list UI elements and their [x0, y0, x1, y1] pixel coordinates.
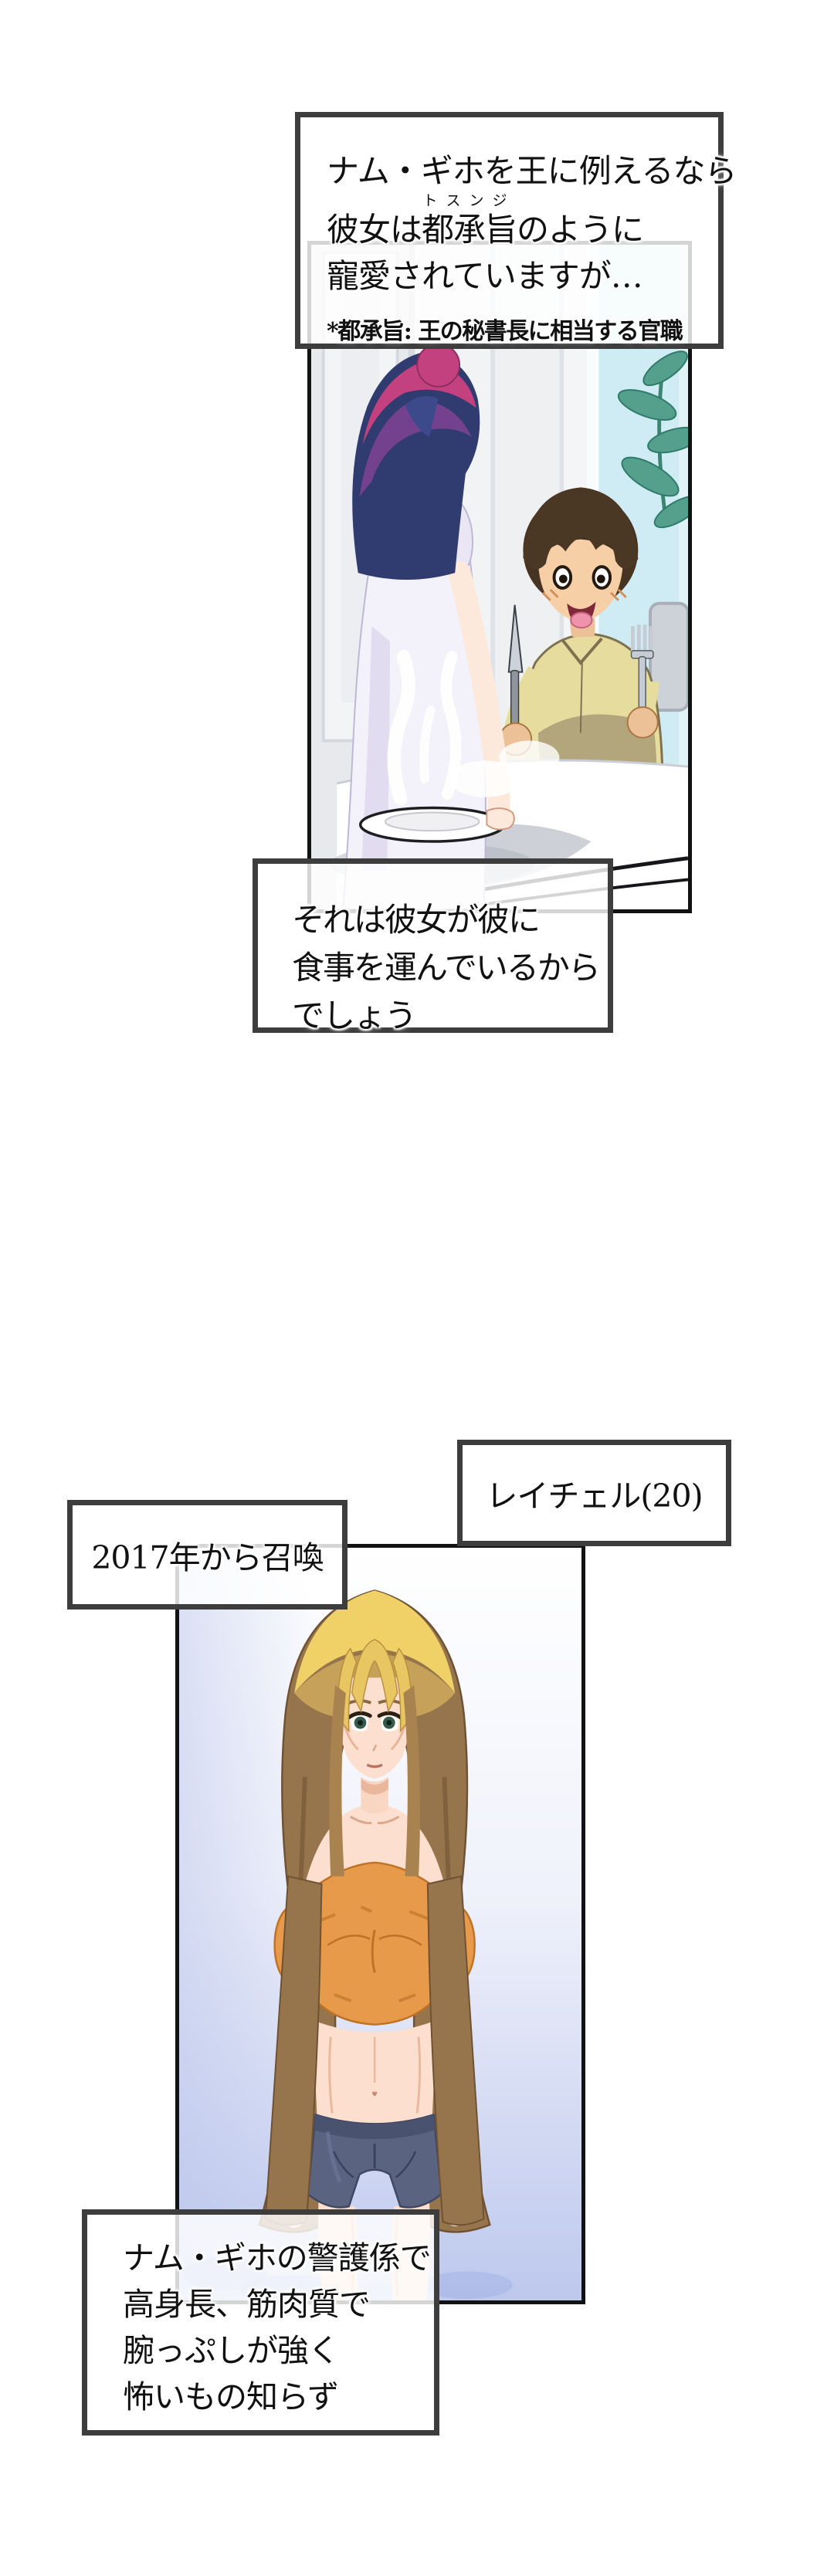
ruby-term: トスンジ都承旨 — [422, 194, 517, 253]
summon-year-label: 2017年から召喚 — [91, 1539, 324, 1576]
plant — [617, 350, 688, 529]
bangs — [336, 1638, 413, 1733]
caption-line: 腕っぷしが強く — [123, 2327, 423, 2374]
narration-line: 彼女はトスンジ都承旨のように — [327, 194, 701, 253]
narration-text: 食事を運んでいるから — [292, 949, 601, 987]
narration-text: それは彼女が彼に — [292, 901, 541, 939]
footnote: *都承旨: 王の秘書長に相当する官職 — [327, 318, 683, 345]
narration-line: でしょう — [292, 992, 594, 1040]
girl-hair — [352, 343, 480, 580]
girl-server — [342, 343, 560, 909]
narration-box-top: ナム・ギホを王に例えるなら 彼女はトスンジ都承旨のように 寵愛されていますが… … — [295, 112, 737, 349]
label-box-summon-year: 2017年から召喚 — [67, 1500, 348, 1610]
narration-text: 彼女は — [327, 211, 422, 249]
caption-text: 腕っぷしが強く — [123, 2332, 340, 2369]
caption-text: 高身長、筋肉質で — [123, 2286, 371, 2323]
front-hair-curtains — [264, 1875, 485, 2226]
panel-rachel-standing — [175, 1544, 585, 2304]
narration-text: 寵愛されていますが… — [327, 257, 643, 295]
caption-line: 高身長、筋肉質で — [123, 2281, 423, 2327]
caption-text: ナム・ギホの警護係で — [123, 2239, 432, 2276]
narration-text: でしょう — [292, 997, 417, 1034]
narration-line: 食事を運んでいるから — [292, 944, 601, 992]
narration-line: 寵愛されていますが… — [327, 253, 701, 300]
plate — [358, 806, 506, 843]
caption-line: ナム・ギホの警護係で — [123, 2235, 432, 2281]
narration-box-middle: それは彼女が彼に 食事を運んでいるから でしょう — [253, 858, 613, 1034]
label-box-rachel: レイチェル(20) — [457, 1440, 731, 1546]
furigana-text: トスンジ — [422, 192, 516, 209]
knife — [507, 604, 524, 726]
boy-eyes — [552, 565, 612, 590]
caption-text: 怖いもの知らず — [123, 2378, 339, 2415]
narration-text: ナム・ギホを王に例えるなら — [327, 152, 737, 190]
shorts — [307, 2113, 442, 2209]
rachel-illustration — [179, 1548, 581, 2300]
caption-line: 怖いもの知らず — [123, 2374, 423, 2420]
narration-text: のように — [517, 211, 644, 249]
narration-line: ナム・ギホを王に例えるなら — [327, 148, 737, 195]
narration-line: それは彼女が彼に — [292, 896, 594, 944]
ruby-base-text: 都承旨 — [422, 211, 517, 249]
side-locks — [329, 1685, 421, 1877]
character-name-label: レイチェル(20) — [486, 1478, 703, 1515]
rachel-figure — [258, 1589, 491, 2300]
caption-box-bottom: ナム・ギホの警護係で 高身長、筋肉質で 腕っぷしが強く 怖いもの知らず — [82, 2209, 439, 2436]
